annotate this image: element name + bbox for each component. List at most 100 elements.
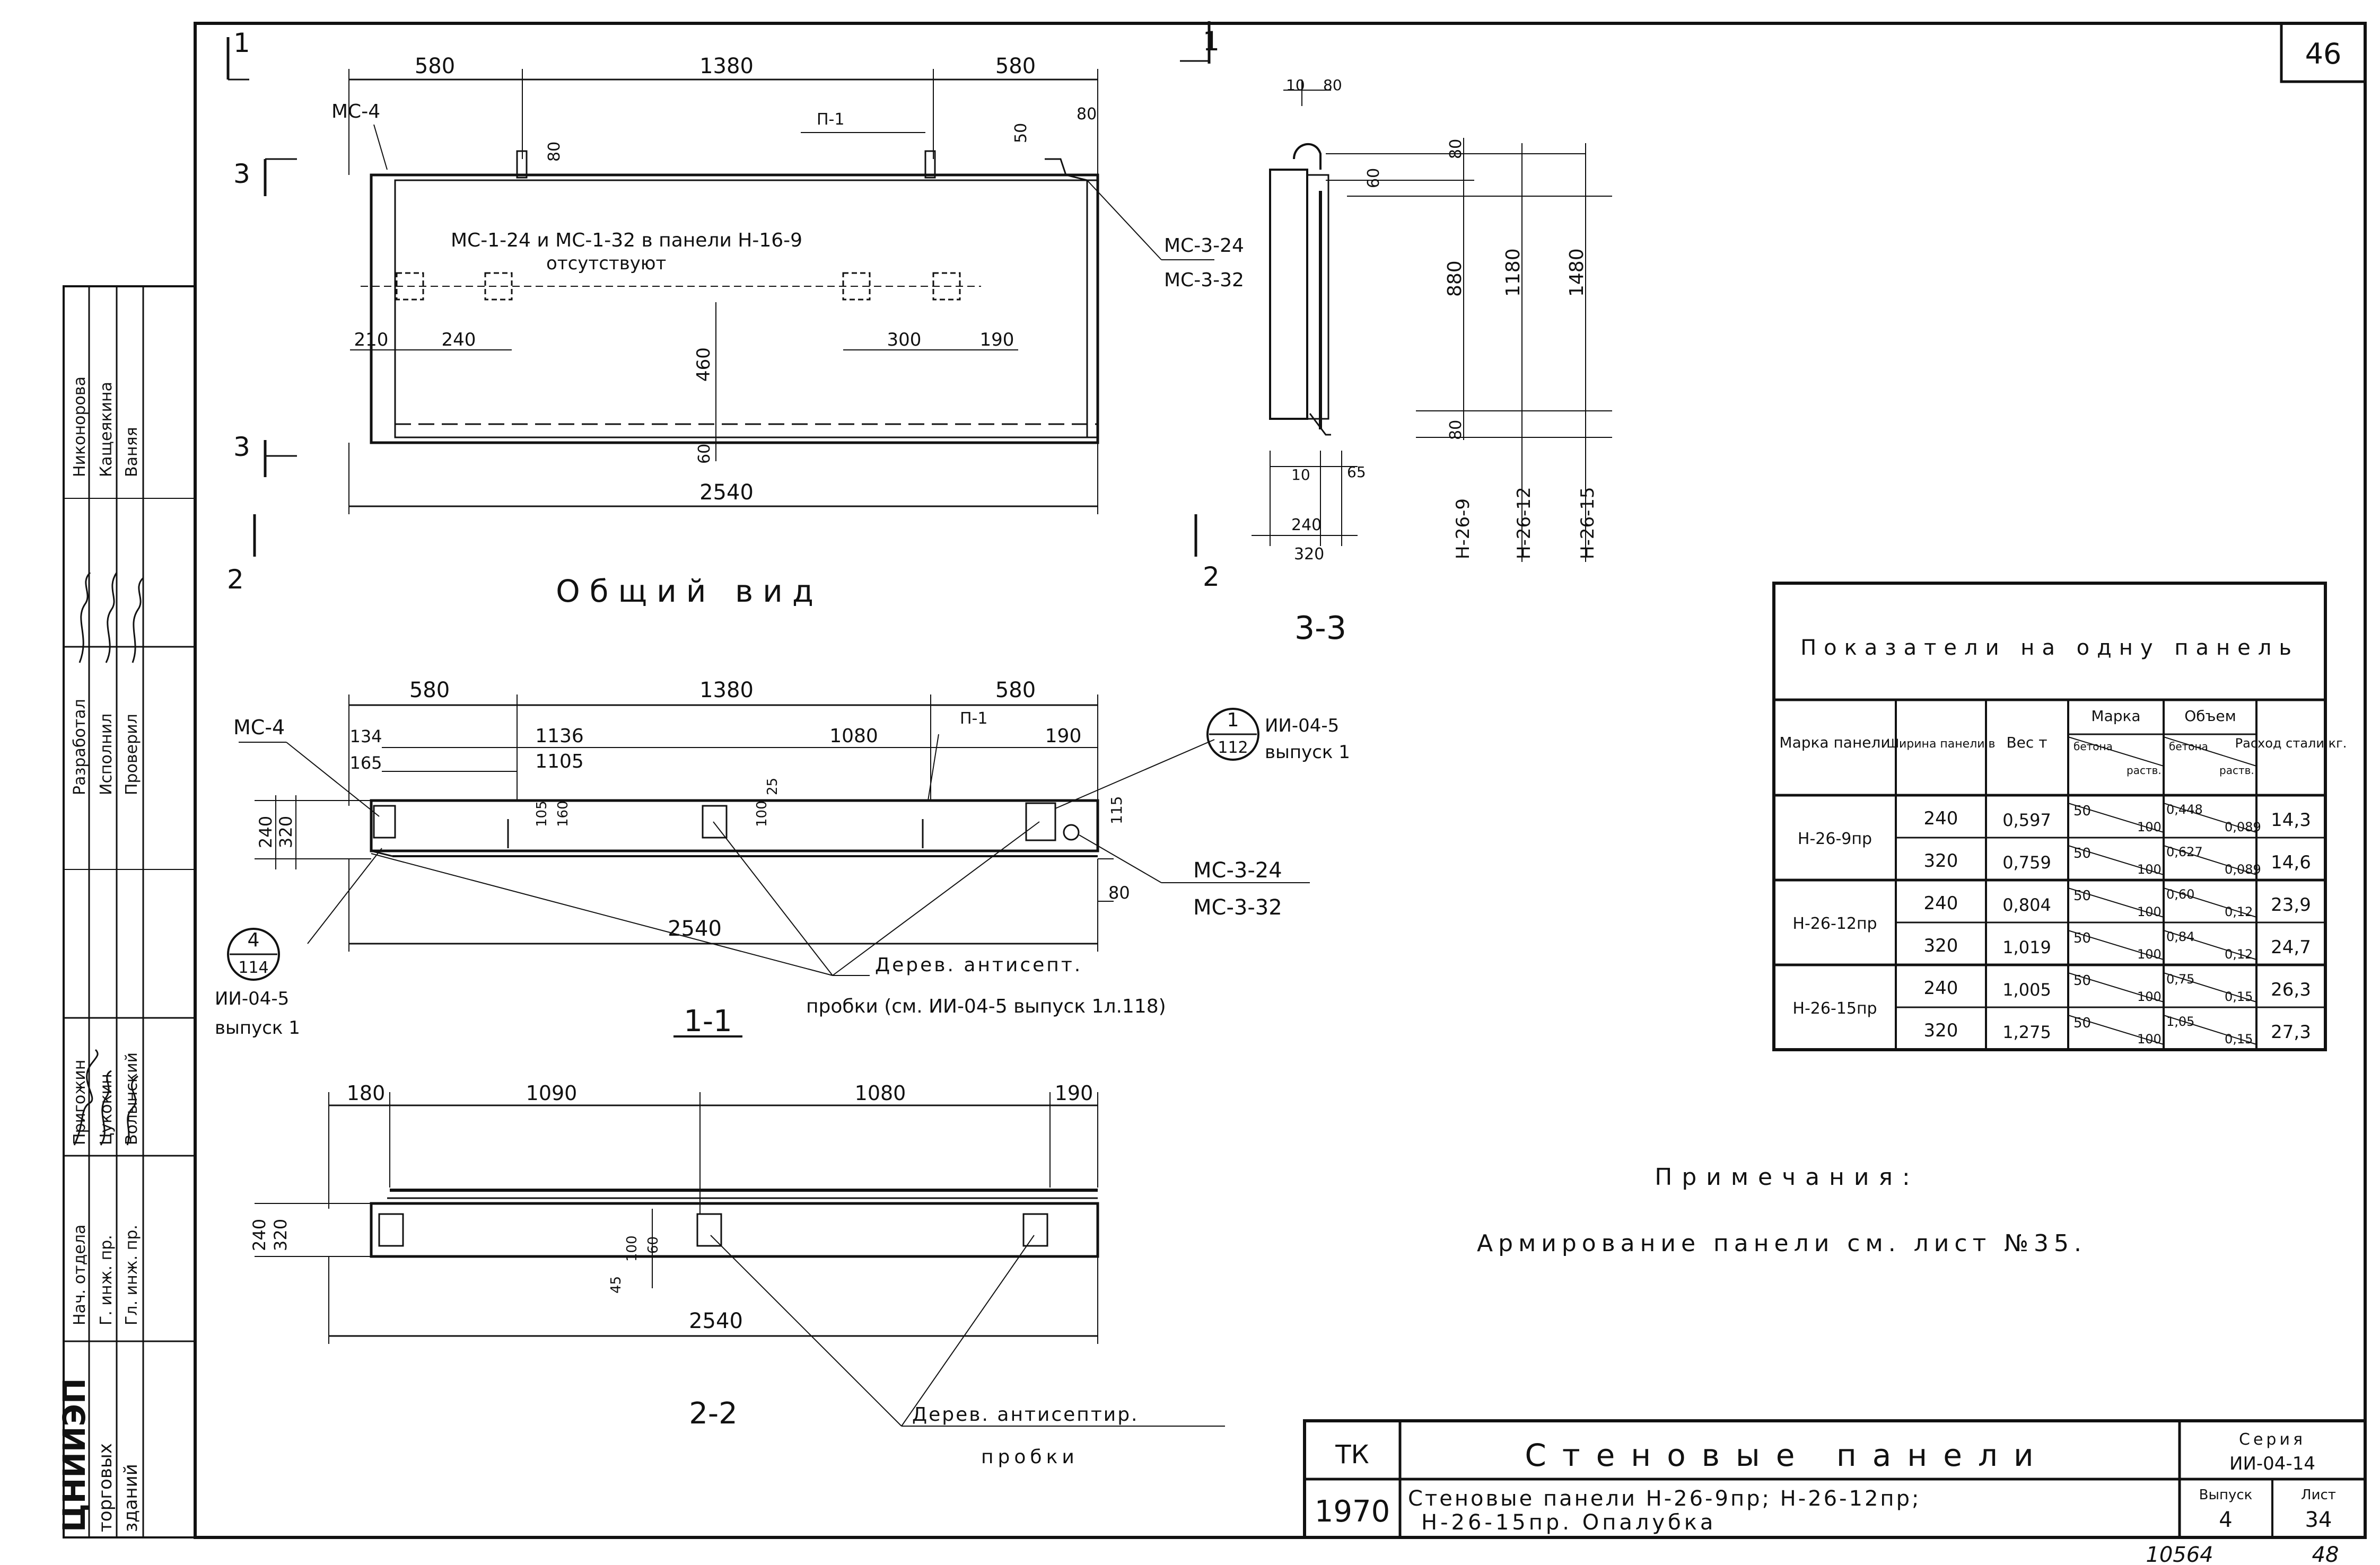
signature-6 bbox=[132, 577, 144, 663]
table-cell-mortar: 100 bbox=[2137, 1032, 2162, 1047]
s33-dim-1180: 1180 bbox=[1502, 248, 1524, 297]
s33-panel-1: Н-26-9 bbox=[1452, 498, 1474, 559]
table-cell-conc: 50 bbox=[2073, 1015, 2091, 1031]
table-cell-width: 240 bbox=[1924, 978, 1958, 999]
stamp-role-3: Гл. инж. пр. bbox=[122, 1225, 141, 1325]
table-title: Показатели на одну панель bbox=[1800, 636, 2299, 660]
gv-dim-80-top: 80 bbox=[545, 142, 564, 162]
table-cell-steel: 27,3 bbox=[2271, 1022, 2311, 1043]
table-cell-weight: 0,597 bbox=[2002, 810, 2051, 830]
notes-text: Армирование панели см. лист №35. bbox=[1477, 1230, 2087, 1257]
s11-dim-25: 25 bbox=[765, 778, 781, 795]
signature-1 bbox=[73, 1049, 99, 1146]
gv-note-missing-2: отсутствуют bbox=[546, 253, 666, 274]
gv-cut-3-top: 3 bbox=[233, 159, 250, 189]
table-cell-mortar: 100 bbox=[2137, 904, 2162, 919]
tb-title-main: Стеновые панели bbox=[1525, 1437, 2049, 1473]
s11-note-plugs-1: Дерев. антисепт. bbox=[875, 954, 1082, 976]
tb-title-sub-1: Стеновые панели Н-26-9пр; Н-26-12пр; bbox=[1408, 1487, 1921, 1511]
gv-cut-2-right: 2 bbox=[1203, 561, 1220, 592]
s22-title: 2-2 bbox=[689, 1396, 737, 1431]
gv-dim-210: 210 bbox=[354, 329, 389, 350]
s33-dim-80c: 80 bbox=[1447, 420, 1465, 440]
stamp-name-top-3: Ваняя bbox=[122, 427, 141, 477]
s33-dim-1480: 1480 bbox=[1566, 248, 1588, 297]
table-cell-weight: 0,759 bbox=[2002, 852, 2051, 873]
stamp-role-top-3: Проверил bbox=[122, 714, 141, 795]
s11-ref-left-num: 4 bbox=[248, 929, 260, 951]
s22-dim-240: 240 bbox=[249, 1219, 269, 1251]
table-cell-vol-c: 1,05 bbox=[2166, 1014, 2194, 1029]
table-col-mark: Марка панели bbox=[1779, 734, 1890, 751]
gv-dim-240: 240 bbox=[442, 329, 476, 350]
s11-label-mc3-24: МС-3-24 bbox=[1193, 858, 1282, 883]
table-cell-steel: 14,3 bbox=[2271, 810, 2311, 831]
s22-dim-1080: 1080 bbox=[855, 1082, 906, 1105]
table-cell-mortar: 100 bbox=[2137, 820, 2162, 834]
bottom-number-right: 48 bbox=[2312, 1543, 2339, 1565]
table-cell-weight: 1,005 bbox=[2002, 980, 2051, 1000]
stamp-role-top-1: Разработал bbox=[71, 699, 89, 795]
s22-note-plugs-1: Дерев. антисептир. bbox=[912, 1404, 1139, 1426]
tb-issue-label: Выпуск bbox=[2199, 1487, 2253, 1503]
table-col-steel: Расход стали кг. bbox=[2235, 736, 2347, 751]
table-cell-vol-c: 0,448 bbox=[2166, 802, 2203, 817]
table-cell-mark: Н-26-9пр bbox=[1798, 830, 1872, 848]
gv-dim-460: 460 bbox=[693, 347, 714, 382]
table-cell-mortar: 100 bbox=[2137, 989, 2162, 1004]
s11-dim-1105: 1105 bbox=[535, 751, 584, 772]
s22-dim-100: 100 bbox=[624, 1235, 640, 1262]
s33-panel-2: Н-26-12 bbox=[1513, 487, 1535, 559]
s11-dim-105: 105 bbox=[534, 801, 550, 827]
s22-dim-2540: 2540 bbox=[689, 1309, 743, 1333]
s11-dim-190: 190 bbox=[1045, 725, 1082, 747]
gv-dim-1380: 1380 bbox=[699, 54, 754, 78]
s11-ref-left-issue: выпуск 1 bbox=[215, 1017, 300, 1039]
gv-dim-2540: 2540 bbox=[699, 480, 754, 505]
tb-tk: ТК bbox=[1335, 1440, 1369, 1470]
table-cell-steel: 14,6 bbox=[2271, 852, 2311, 873]
gv-label-mc3-32: МС-3-32 bbox=[1164, 269, 1244, 291]
s11-ref-top-issue: выпуск 1 bbox=[1265, 742, 1350, 763]
stamp-name-mid-2: Цукокин bbox=[97, 1074, 116, 1145]
table-cell-mortar: 100 bbox=[2137, 862, 2162, 877]
indicators-table-text: Показатели на одну панель Марка панели Ш… bbox=[1779, 636, 2347, 1047]
s33-dim-10b: 10 bbox=[1291, 466, 1310, 483]
table-cell-mortar: 100 bbox=[2137, 947, 2162, 962]
gv-label-p1: П-1 bbox=[817, 110, 844, 129]
gv-dim-580-left: 580 bbox=[415, 54, 455, 78]
page-number: 46 bbox=[2305, 37, 2342, 71]
stamp-role-2: Г. инж. пр. bbox=[97, 1235, 116, 1325]
stamp-org-3: зданий bbox=[120, 1464, 142, 1532]
tb-series-label: Серия bbox=[2239, 1430, 2306, 1449]
s11-dim-580-right: 580 bbox=[995, 678, 1036, 702]
s11-ref-top-series: ИИ-04-5 bbox=[1265, 715, 1339, 736]
table-cell-conc: 50 bbox=[2073, 973, 2091, 989]
table-cell-conc: 50 bbox=[2073, 930, 2091, 946]
s33-dim-880: 880 bbox=[1444, 260, 1466, 297]
table-cell-vol-c: 0,60 bbox=[2166, 887, 2194, 902]
s11-note-plugs-2: пробки (см. ИИ-04-5 выпуск 1л.118) bbox=[806, 996, 1166, 1017]
stamp-org-1: ЦНИИЭП bbox=[56, 1378, 92, 1532]
s22-dim-60: 60 bbox=[645, 1236, 661, 1254]
table-cell-vol-c: 0,627 bbox=[2166, 845, 2203, 859]
table-col-weight: Вес т bbox=[2006, 734, 2047, 751]
table-col-volume-sub-b: раств. bbox=[2219, 764, 2254, 777]
table-cell-vol-m: 0,089 bbox=[2225, 862, 2261, 877]
signature-2 bbox=[100, 1070, 112, 1146]
table-col-width: Ширина панели в bbox=[1886, 737, 1995, 751]
title-block bbox=[1303, 1419, 2367, 1539]
s22-dim-180: 180 bbox=[347, 1082, 386, 1105]
s11-dim-580-left: 580 bbox=[409, 678, 450, 702]
s22-dim-1090: 1090 bbox=[526, 1082, 578, 1105]
table-cell-steel: 23,9 bbox=[2271, 894, 2311, 916]
s33-title: 3-3 bbox=[1294, 610, 1346, 647]
table-col-concrete-sub-a: бетона bbox=[2073, 740, 2113, 753]
s11-dim-80: 80 bbox=[1108, 883, 1130, 903]
notes-heading: Примечания: bbox=[1655, 1164, 1920, 1191]
s11-ref-top-den: 112 bbox=[1218, 738, 1248, 757]
gv-label-mc3-24: МС-3-24 bbox=[1164, 235, 1244, 257]
gv-cut-1-right: 1 bbox=[1203, 26, 1220, 57]
table-cell-width: 240 bbox=[1924, 808, 1958, 829]
stamp-name-top-2: Кащеякина bbox=[97, 382, 116, 477]
